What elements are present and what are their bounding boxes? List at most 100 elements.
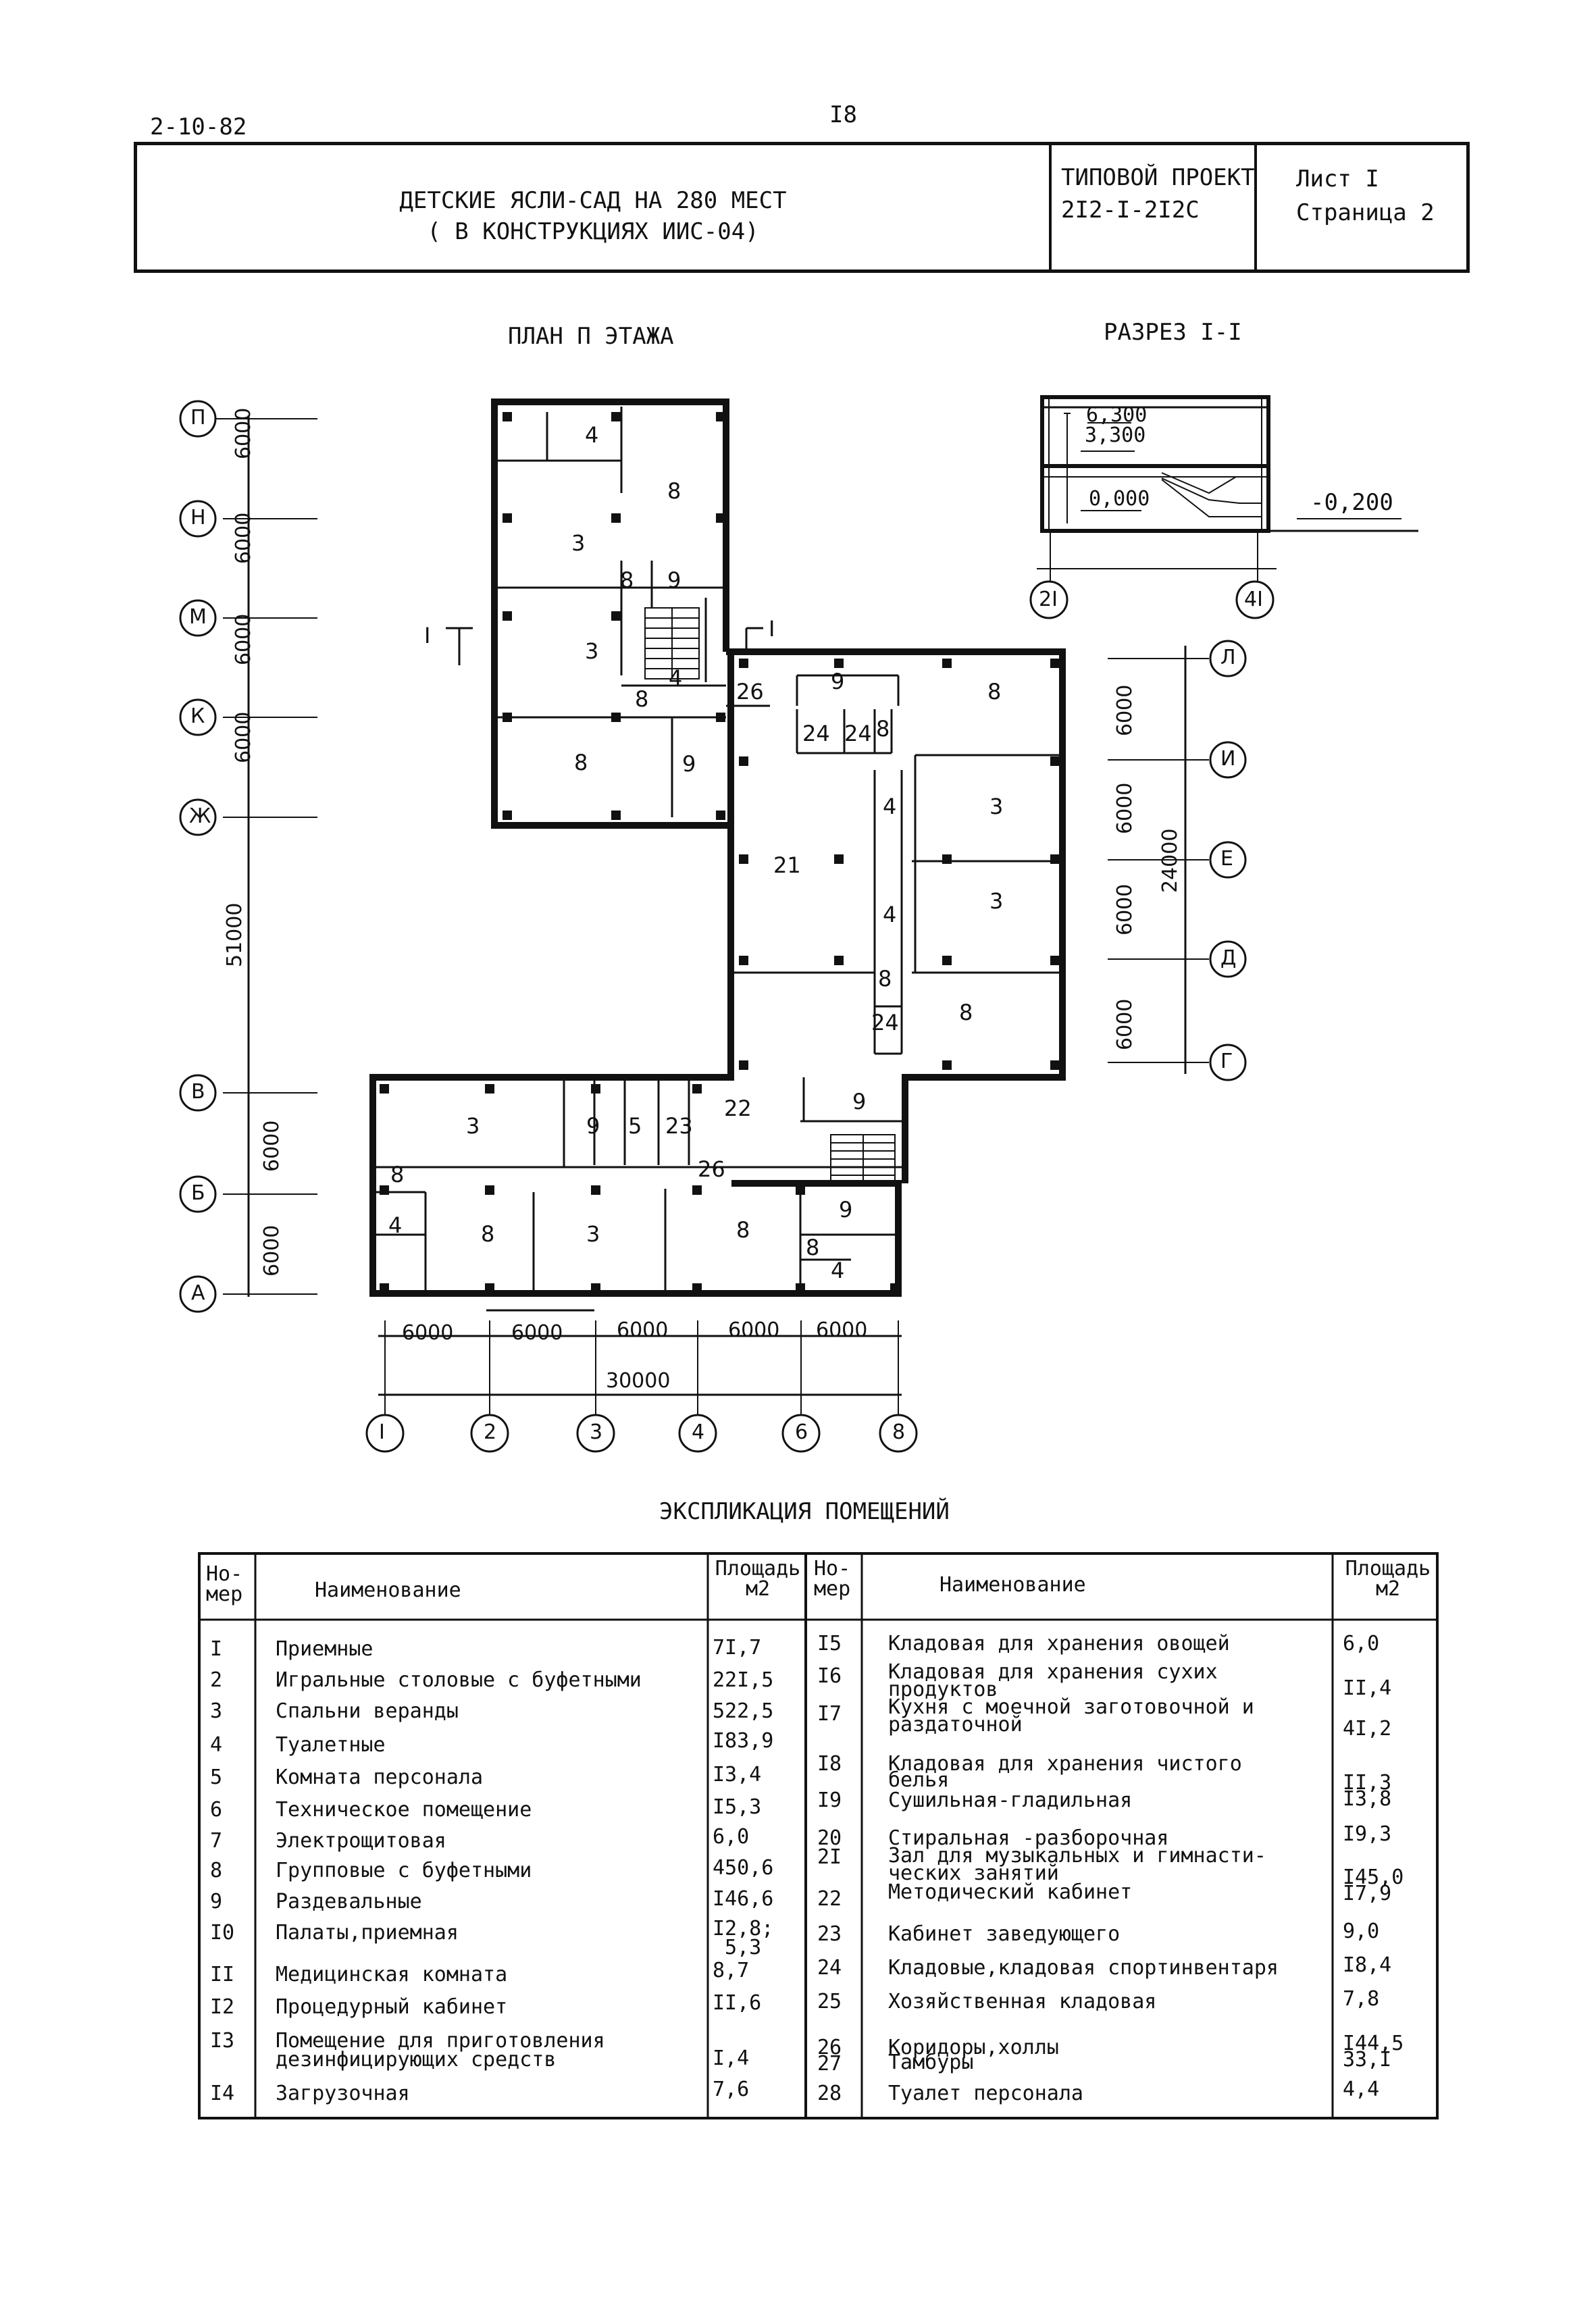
header-area-bottom: м2 [745,1577,771,1601]
row-no: I [210,1637,223,1661]
floor-plan-drawing [179,398,1247,1453]
axis-label-l: Л [1220,646,1236,669]
dim-bottom-2: 6000 [511,1321,563,1345]
room-number: 3 [586,1221,600,1247]
room-number: 3 [571,530,586,556]
room-number: 8 [878,966,892,992]
row-area: I5,3 [713,1795,762,1819]
section-title: РАЗРЕЗ I-I [1104,319,1242,346]
project-title: ДЕТСКИЕ ЯСЛИ-САД НА 280 МЕСТ [399,187,787,214]
room-number: 4 [831,1258,845,1283]
dim-left-6: 6000 [260,1225,284,1277]
row-no: 28 [817,2082,842,2105]
axis-label-d: Д [1220,946,1237,970]
row-name: Туалетные [276,1733,386,1757]
room-number: 24 [802,721,830,746]
row-no: I7 [817,1702,842,1726]
row-no: 4 [210,1733,223,1757]
row-name: Коридоры,холлы [888,2036,1059,2059]
project-label: ТИПОВОЙ ПРОЕКТ [1061,164,1255,191]
sheet-number: Лист I [1296,165,1379,192]
header-area-bottom: м2 [1375,1577,1401,1601]
project-number: 2I2-I-2I2С [1061,197,1200,224]
row-name: Групповые с буфетными [276,1859,532,1882]
row-name: Медицинская комната [276,1963,508,1986]
dim-bottom-1: 6000 [402,1321,454,1345]
row-name: Загрузочная [276,2082,410,2105]
row-area: I3,8 [1343,1787,1392,1811]
row-no: 22 [817,1887,842,1911]
dim-left-1: 6000 [232,407,255,459]
row-no: I6 [817,1664,842,1688]
row-name: Кладовая для хранения овощей [888,1632,1230,1655]
header-name-right: Наименование [939,1573,1086,1597]
row-name: Зал для музыкальных и гимнасти- [888,1844,1266,1868]
axis-label-2: 2 [484,1420,497,1444]
row-area: 522,5 [713,1699,774,1723]
row-name-cont: ческих занятий [888,1861,1059,1885]
row-area: I46,6 [713,1887,774,1911]
axis-label-zh: Ж [189,804,211,828]
row-name: Кладовая для хранения сухих [888,1660,1218,1684]
title-block: ДЕТСКИЕ ЯСЛИ-САД НА 280 МЕСТ ( В КОНСТРУ… [134,142,1470,273]
header-area-right: Площадь м2 [1338,1559,1438,1599]
row-no: 6 [210,1798,223,1822]
sheet-cell: Лист I Страница 2 [1257,145,1466,269]
row-name: Спальни веранды [276,1699,459,1723]
row-no: 3 [210,1699,223,1723]
room-number: 4 [669,665,683,691]
row-no: 7 [210,1829,223,1853]
level-top: 6,300 [1086,403,1148,427]
room-number: 5 [628,1113,642,1139]
row-area: 7,8 [1343,1987,1380,2011]
room-number: 8 [806,1235,820,1260]
section-axis-2: 2I [1039,588,1058,611]
row-no: 27 [817,2052,842,2076]
row-name: Тамбуры [888,2051,974,2074]
row-area: II,4 [1343,1676,1392,1700]
row-no: 2I [817,1845,842,1869]
row-area: I2,8; [713,1917,774,1940]
row-name: Техническое помещение [276,1798,532,1822]
room-number: 4 [388,1212,403,1238]
dim-left-4: 6000 [232,711,255,763]
row-no: 23 [817,1922,842,1946]
row-area: 8,7 [713,1959,750,1982]
room-number: 22 [724,1096,752,1121]
axis-label-m: М [189,605,207,629]
table-grid [198,1552,1439,2119]
explication-title: ЭКСПЛИКАЦИЯ ПОМЕЩЕНИЙ [659,1498,950,1525]
room-number: 4 [883,902,897,927]
room-number: 24 [871,1010,899,1035]
row-name: Туалет персонала [888,2082,1083,2105]
plan-title: ПЛАН П ЭТАЖА [508,323,674,350]
explication-table: Но- мер Наименование Площадь м2 Но- мер … [198,1552,1439,2119]
axis-label-1: I [379,1420,385,1444]
dim-right-3: 6000 [1113,883,1137,935]
row-no: 26 [817,2036,842,2059]
room-number: 9 [682,751,696,777]
row-area: I45,0 [1343,1866,1404,1889]
room-number: 8 [876,716,890,742]
row-name: Хозяйственная кладовая [888,1990,1157,2013]
dim-right-1: 6000 [1113,684,1137,736]
title-cell: ДЕТСКИЕ ЯСЛИ-САД НА 280 МЕСТ ( В КОНСТРУ… [137,145,1052,269]
row-area: I9,3 [1343,1822,1392,1846]
row-area: 4I,2 [1343,1717,1392,1741]
room-number: 8 [987,679,1002,704]
row-no: 2 [210,1668,223,1692]
row-area: 33,I [1343,2048,1392,2072]
dim-left-total: 51000 [223,902,247,967]
header-number-right: Но- мер [814,1559,850,1599]
axis-label-6: 6 [795,1420,808,1444]
level-ground: -0,200 [1310,489,1393,516]
row-area: I3,4 [713,1763,762,1786]
row-name: Электрощитовая [276,1829,446,1853]
row-area: 7,6 [713,2078,750,2101]
row-area: II,6 [713,1991,762,2015]
row-no: 20 [817,1826,842,1850]
row-no: I0 [210,1921,235,1945]
room-number: 3 [989,794,1004,819]
row-name: Палаты,приемная [276,1921,459,1945]
axis-label-k: К [190,704,205,728]
